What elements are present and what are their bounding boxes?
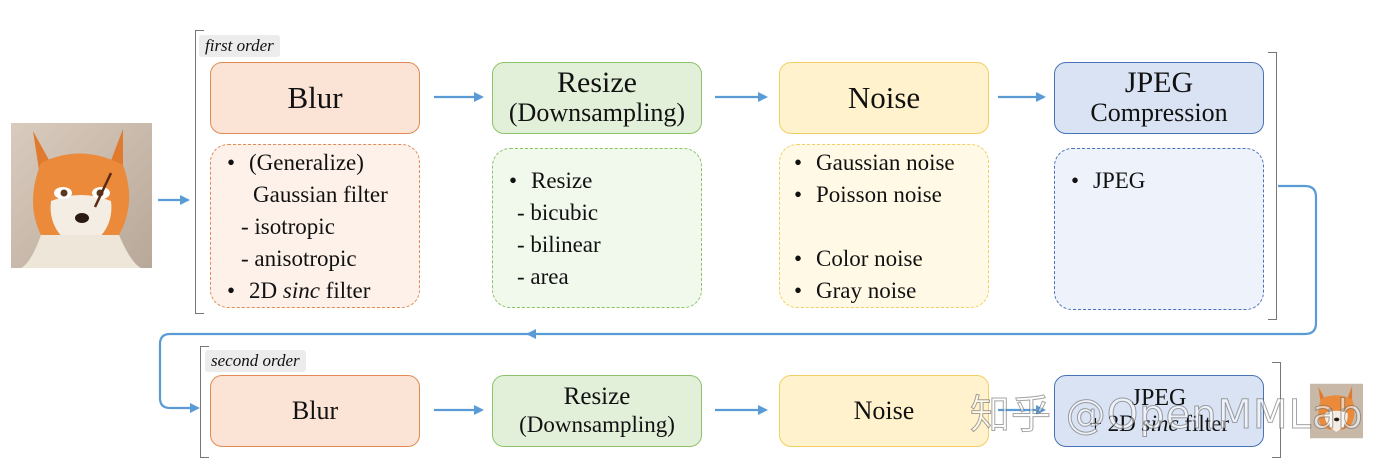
blur-detail-box: (Generalize) Gaussian filter - isotropic… [210, 144, 420, 308]
blur-title: Blur [291, 396, 339, 425]
noise-detail-box: Gaussian noise Poisson noise Color noise… [779, 144, 989, 308]
first-order-resize-box: Resize (Downsampling) [492, 62, 702, 134]
blur-detail-item: 2D [249, 278, 283, 303]
second-order-resize-box: Resize (Downsampling) [492, 375, 702, 447]
second-order-jpeg-box: JPEG + 2D sinc filter [1054, 375, 1264, 447]
second-order-bracket-left [200, 346, 209, 458]
first-order-bracket-right [1268, 52, 1277, 320]
jpeg-subtitle-part: + 2D [1088, 411, 1142, 436]
first-order-label: first order [199, 35, 280, 57]
watermark-text: 知乎 @OpenMMLab [970, 392, 1364, 439]
resize-detail-item: - bilinear [517, 232, 601, 257]
first-order-blur-box: Blur [210, 62, 420, 134]
second-order-blur-box: Blur [210, 375, 420, 447]
resize-title: Resize [563, 383, 631, 410]
jpeg-title: JPEG [1124, 66, 1194, 99]
resize-detail-item: - bicubic [517, 200, 599, 225]
jpeg-subtitle: Compression [1090, 98, 1228, 127]
resize-detail-item: - area [517, 264, 569, 289]
resize-detail-box: Resize - bicubic - bilinear - area [492, 148, 702, 308]
blur-detail-item: sinc [282, 278, 320, 303]
noise-detail-item: Gaussian noise [816, 150, 955, 175]
noise-detail-item: Gray noise [816, 278, 917, 303]
second-order-bracket-right [1272, 362, 1281, 458]
jpeg-detail-item: JPEG [1093, 168, 1146, 193]
second-order-label: second order [205, 350, 306, 372]
resize-title: Resize [557, 66, 637, 99]
arrow-first-to-second-order [158, 184, 1318, 413]
first-order-noise-box: Noise [779, 62, 989, 134]
noise-detail-item: Poisson noise [816, 182, 942, 207]
jpeg-title: JPEG [1131, 385, 1187, 411]
blur-title: Blur [287, 80, 343, 115]
blur-detail-item: - isotropic [241, 214, 335, 239]
resize-subtitle: (Downsampling) [508, 98, 686, 127]
second-order-noise-box: Noise [779, 375, 989, 447]
noise-title: Noise [853, 396, 915, 425]
resize-detail-item: Resize [531, 168, 593, 193]
jpeg-detail-box: JPEG [1054, 148, 1264, 310]
jpeg-subtitle-part: filter [1178, 411, 1230, 436]
jpeg-subtitle-part: sinc [1141, 411, 1179, 436]
blur-detail-item: filter [319, 278, 371, 303]
blur-detail-item: (Generalize) [249, 150, 364, 175]
output-fox-image [1310, 383, 1363, 439]
blur-detail-item: - anisotropic [241, 246, 357, 271]
first-order-jpeg-box: JPEG Compression [1054, 62, 1264, 134]
noise-title: Noise [847, 80, 921, 115]
jpeg-subtitle: + 2D sinc filter [1089, 411, 1229, 437]
blur-detail-item: Gaussian filter [253, 182, 388, 207]
first-order-bracket-left [195, 30, 204, 314]
input-fox-image [11, 123, 152, 268]
noise-detail-item: Color noise [816, 246, 923, 271]
resize-subtitle: (Downsampling) [519, 412, 675, 437]
